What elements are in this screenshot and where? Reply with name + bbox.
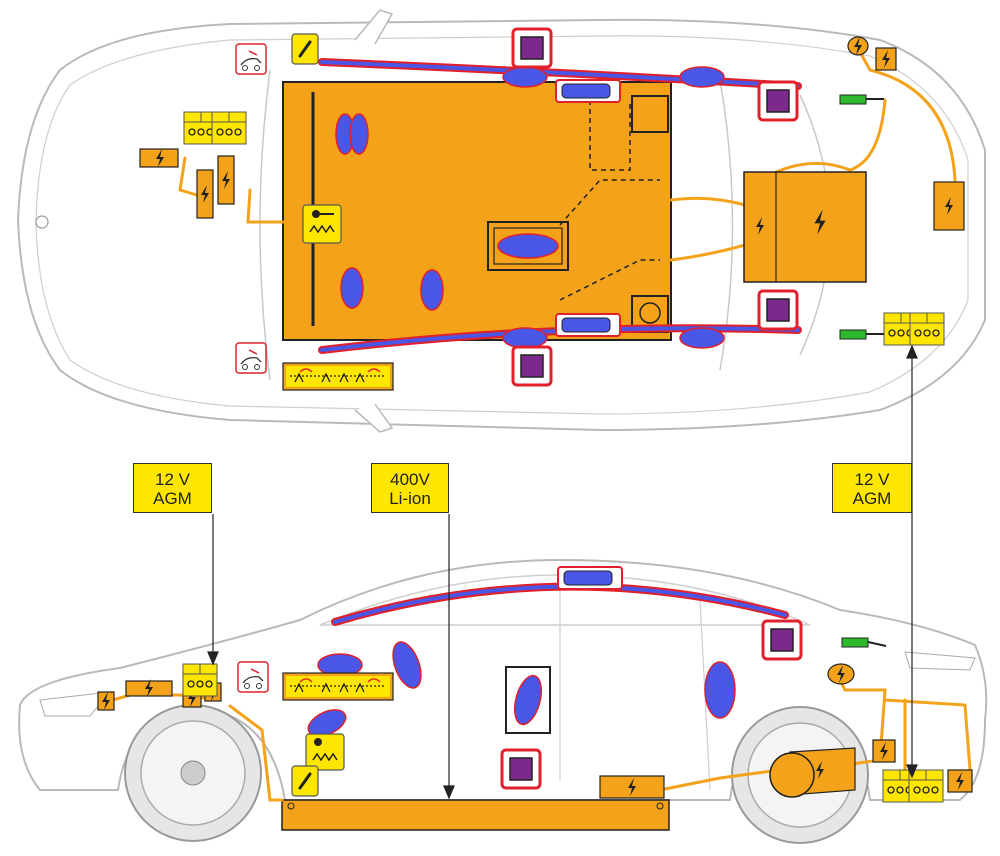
label-400v-li-ion: 400V Li-ion [371, 463, 449, 513]
label-12v-agm-rear-line1: 12 V [854, 470, 890, 489]
top-view [16, 9, 986, 433]
label-400v-line1: 400V [390, 470, 430, 489]
label-12v-agm-front: 12 V AGM [133, 463, 212, 513]
side-hv-battery-pack [281, 799, 670, 831]
label-12v-agm-front-line2: AGM [153, 489, 192, 508]
side-view [18, 558, 988, 844]
label-12v-agm-rear: 12 V AGM [832, 463, 912, 513]
label-12v-agm-rear-line2: AGM [852, 489, 892, 508]
label-12v-agm-front-line1: 12 V [155, 470, 190, 489]
top-hv-rear-unit [743, 171, 867, 283]
label-leader-lines [207, 344, 918, 800]
label-400v-line2: Li-ion [389, 489, 431, 508]
